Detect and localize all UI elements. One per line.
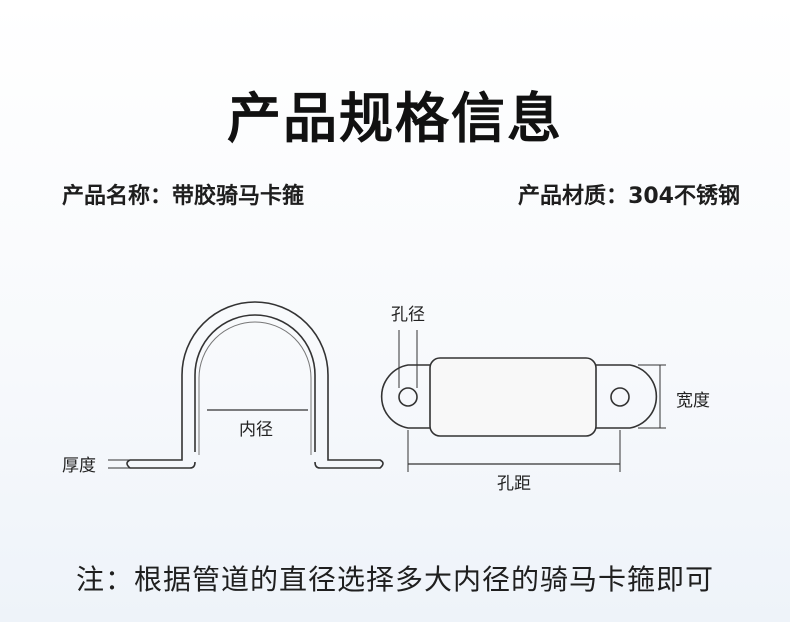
product-name-label: 产品名称： [62, 184, 173, 209]
thickness-label: 厚度 [62, 456, 96, 476]
dimension-diagram: 内径 厚度 孔径 宽度 孔距 [62, 301, 710, 494]
product-name-spec: 产品名称：带胶骑马卡箍 [62, 178, 304, 210]
product-name-value: 带胶骑马卡箍 [172, 184, 305, 209]
hole-diameter-label: 孔径 [391, 305, 425, 325]
clamp-front-view [126, 301, 384, 469]
product-material-spec: 产品材质：304不锈钢 [518, 178, 740, 210]
product-material-label: 产品材质： [518, 184, 629, 209]
inner-diameter-label: 内径 [239, 420, 273, 440]
product-material-value: 304不锈钢 [628, 184, 740, 209]
page-title: 产品规格信息 [227, 87, 563, 150]
hole-spacing-label: 孔距 [497, 474, 531, 494]
width-label: 宽度 [676, 391, 710, 411]
footnote: 注：根据管道的直径选择多大内径的骑马卡箍即可 [75, 563, 714, 596]
clamp-top-view [380, 357, 658, 437]
